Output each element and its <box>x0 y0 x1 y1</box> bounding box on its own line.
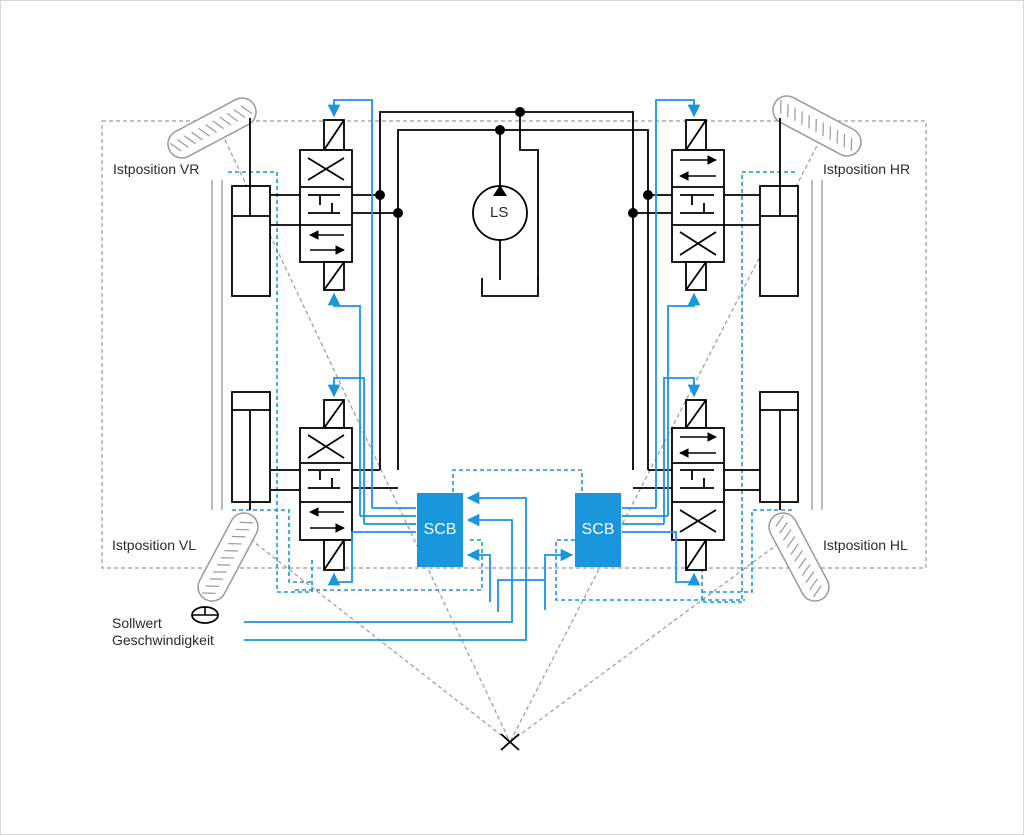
signal-lines <box>244 99 701 641</box>
label-sollwert: Sollwert <box>112 615 162 631</box>
hydraulic-lines <box>352 107 672 489</box>
label-istposition-vr: Istposition VR <box>113 161 200 177</box>
tire-icon <box>772 95 862 157</box>
controller-left: SCB <box>417 493 463 567</box>
label-istposition-hl: Istposition HL <box>823 537 908 553</box>
pump-icon <box>472 185 528 280</box>
label-geschwindigkeit: Geschwindigkeit <box>112 632 214 648</box>
cylinder-icon <box>231 391 300 510</box>
valve-icon <box>671 399 725 571</box>
tire-icon <box>167 97 257 159</box>
cylinder-icon <box>722 118 799 297</box>
steering-wheel-icon <box>191 606 219 624</box>
tire-icon <box>768 512 830 602</box>
valve-icon <box>299 399 353 571</box>
pivot-cross-icon <box>500 733 520 751</box>
tank-icon <box>481 278 539 297</box>
tire-icon <box>197 512 259 602</box>
cylinder-icon <box>231 118 300 297</box>
label-istposition-vl: Istposition VL <box>112 537 197 553</box>
vehicle-outline <box>101 120 927 569</box>
cylinder-icon <box>722 391 799 510</box>
position-sensor-loops <box>228 171 795 603</box>
valve-icon <box>671 119 725 291</box>
controller-right: SCB <box>575 493 621 567</box>
controller-left-label: SCB <box>423 521 457 538</box>
label-istposition-hr: Istposition HR <box>823 161 911 177</box>
frame-rails <box>211 180 823 510</box>
controller-right-label: SCB <box>581 521 615 538</box>
valve-icon <box>299 119 353 291</box>
pump-label: LS <box>490 204 509 221</box>
